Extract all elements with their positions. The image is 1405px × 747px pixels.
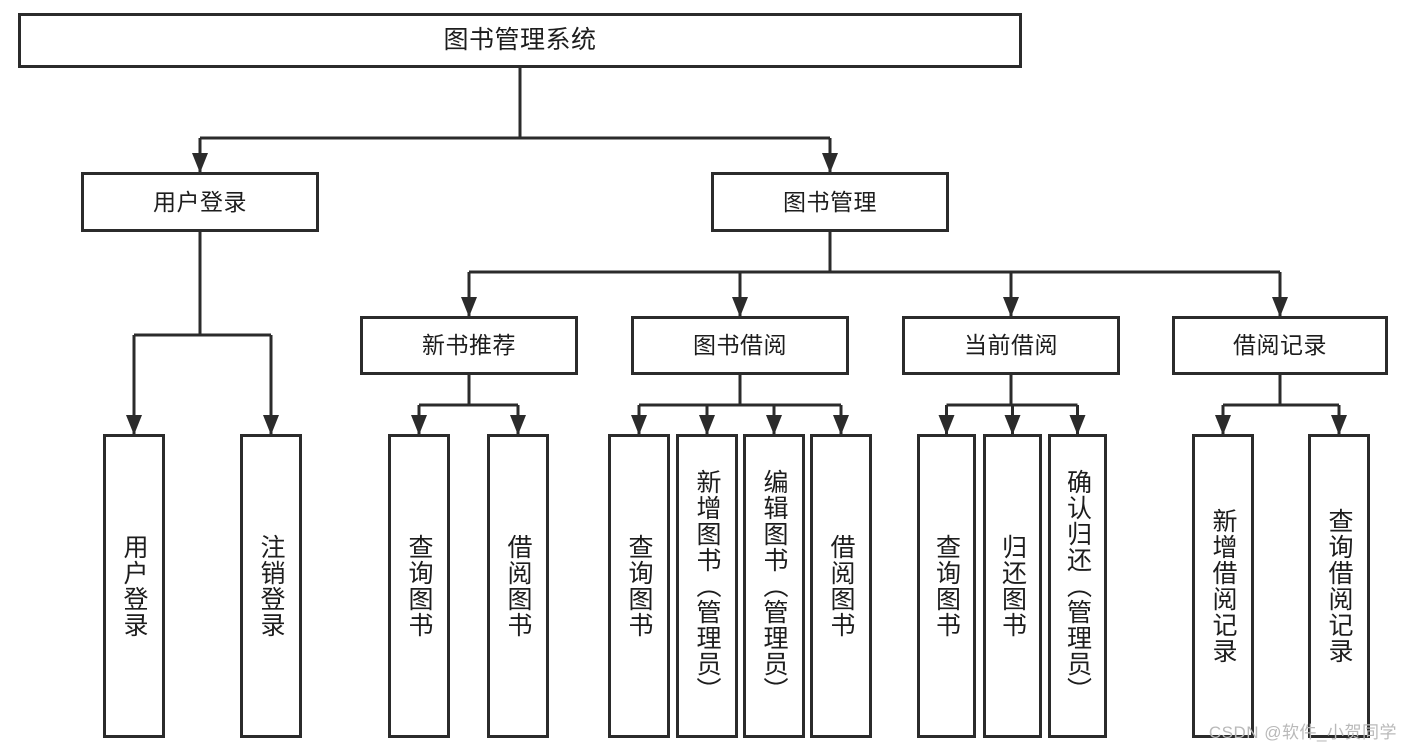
node-label: 确认归还（管理员） xyxy=(1063,469,1092,703)
node-leaf12[interactable]: 新增借阅记录 xyxy=(1192,434,1254,738)
arrowhead-icon xyxy=(126,415,142,435)
arrowhead-icon xyxy=(411,415,427,435)
node-login[interactable]: 用户登录 xyxy=(81,172,319,232)
node-newbook[interactable]: 新书推荐 xyxy=(360,316,578,375)
arrowhead-icon xyxy=(699,415,715,435)
arrowhead-icon xyxy=(1003,297,1019,317)
node-leaf9[interactable]: 查询图书 xyxy=(917,434,976,738)
node-label: 图书借阅 xyxy=(693,332,787,359)
node-label: 新增图书（管理员） xyxy=(693,469,721,703)
node-label: 查询图书 xyxy=(405,534,433,638)
node-label: 查询图书 xyxy=(625,534,653,638)
node-label: 查询图书 xyxy=(932,534,961,638)
arrowhead-icon xyxy=(822,153,838,173)
node-leaf3[interactable]: 查询图书 xyxy=(388,434,450,738)
node-leaf6[interactable]: 新增图书（管理员） xyxy=(676,434,738,738)
node-leaf7[interactable]: 编辑图书（管理员） xyxy=(743,434,805,738)
arrowhead-icon xyxy=(938,415,955,435)
arrowhead-icon xyxy=(192,153,208,173)
arrowhead-icon xyxy=(1272,297,1288,317)
arrowhead-icon xyxy=(510,415,526,435)
node-leaf2[interactable]: 注销登录 xyxy=(240,434,302,738)
node-label: 编辑图书（管理员） xyxy=(760,469,788,703)
node-label: 用户登录 xyxy=(153,188,247,215)
node-leaf13[interactable]: 查询借阅记录 xyxy=(1308,434,1370,738)
node-leaf1[interactable]: 用户登录 xyxy=(103,434,165,738)
arrowhead-icon xyxy=(1331,415,1347,435)
node-borrow[interactable]: 图书借阅 xyxy=(631,316,849,375)
node-leaf11[interactable]: 确认归还（管理员） xyxy=(1048,434,1107,738)
arrowhead-icon xyxy=(833,415,849,435)
node-label: 新增借阅记录 xyxy=(1209,508,1237,664)
node-label: 借阅图书 xyxy=(504,534,532,638)
node-label: 当前借阅 xyxy=(964,332,1058,359)
arrowhead-icon xyxy=(732,297,748,317)
node-leaf4[interactable]: 借阅图书 xyxy=(487,434,549,738)
node-leaf8[interactable]: 借阅图书 xyxy=(810,434,872,738)
node-label: 借阅图书 xyxy=(827,534,855,638)
node-label: 注销登录 xyxy=(257,534,285,638)
arrowhead-icon xyxy=(1069,415,1086,435)
node-label: 归还图书 xyxy=(998,534,1027,638)
arrowhead-icon xyxy=(1004,415,1021,435)
node-label: 借阅记录 xyxy=(1233,332,1327,359)
node-label: 图书管理系统 xyxy=(443,26,597,55)
node-label: 用户登录 xyxy=(120,534,148,638)
node-leaf10[interactable]: 归还图书 xyxy=(983,434,1042,738)
node-label: 新书推荐 xyxy=(422,332,516,359)
node-bookmgmt[interactable]: 图书管理 xyxy=(711,172,949,232)
arrowhead-icon xyxy=(631,415,647,435)
node-leaf5[interactable]: 查询图书 xyxy=(608,434,670,738)
arrowhead-icon xyxy=(766,415,782,435)
node-current[interactable]: 当前借阅 xyxy=(902,316,1120,375)
arrowhead-icon xyxy=(461,297,477,317)
node-label: 查询借阅记录 xyxy=(1325,508,1353,664)
node-root[interactable]: 图书管理系统 xyxy=(18,13,1022,68)
arrowhead-icon xyxy=(263,415,279,435)
node-records[interactable]: 借阅记录 xyxy=(1172,316,1388,375)
node-label: 图书管理 xyxy=(783,188,877,215)
arrowhead-icon xyxy=(1215,415,1231,435)
